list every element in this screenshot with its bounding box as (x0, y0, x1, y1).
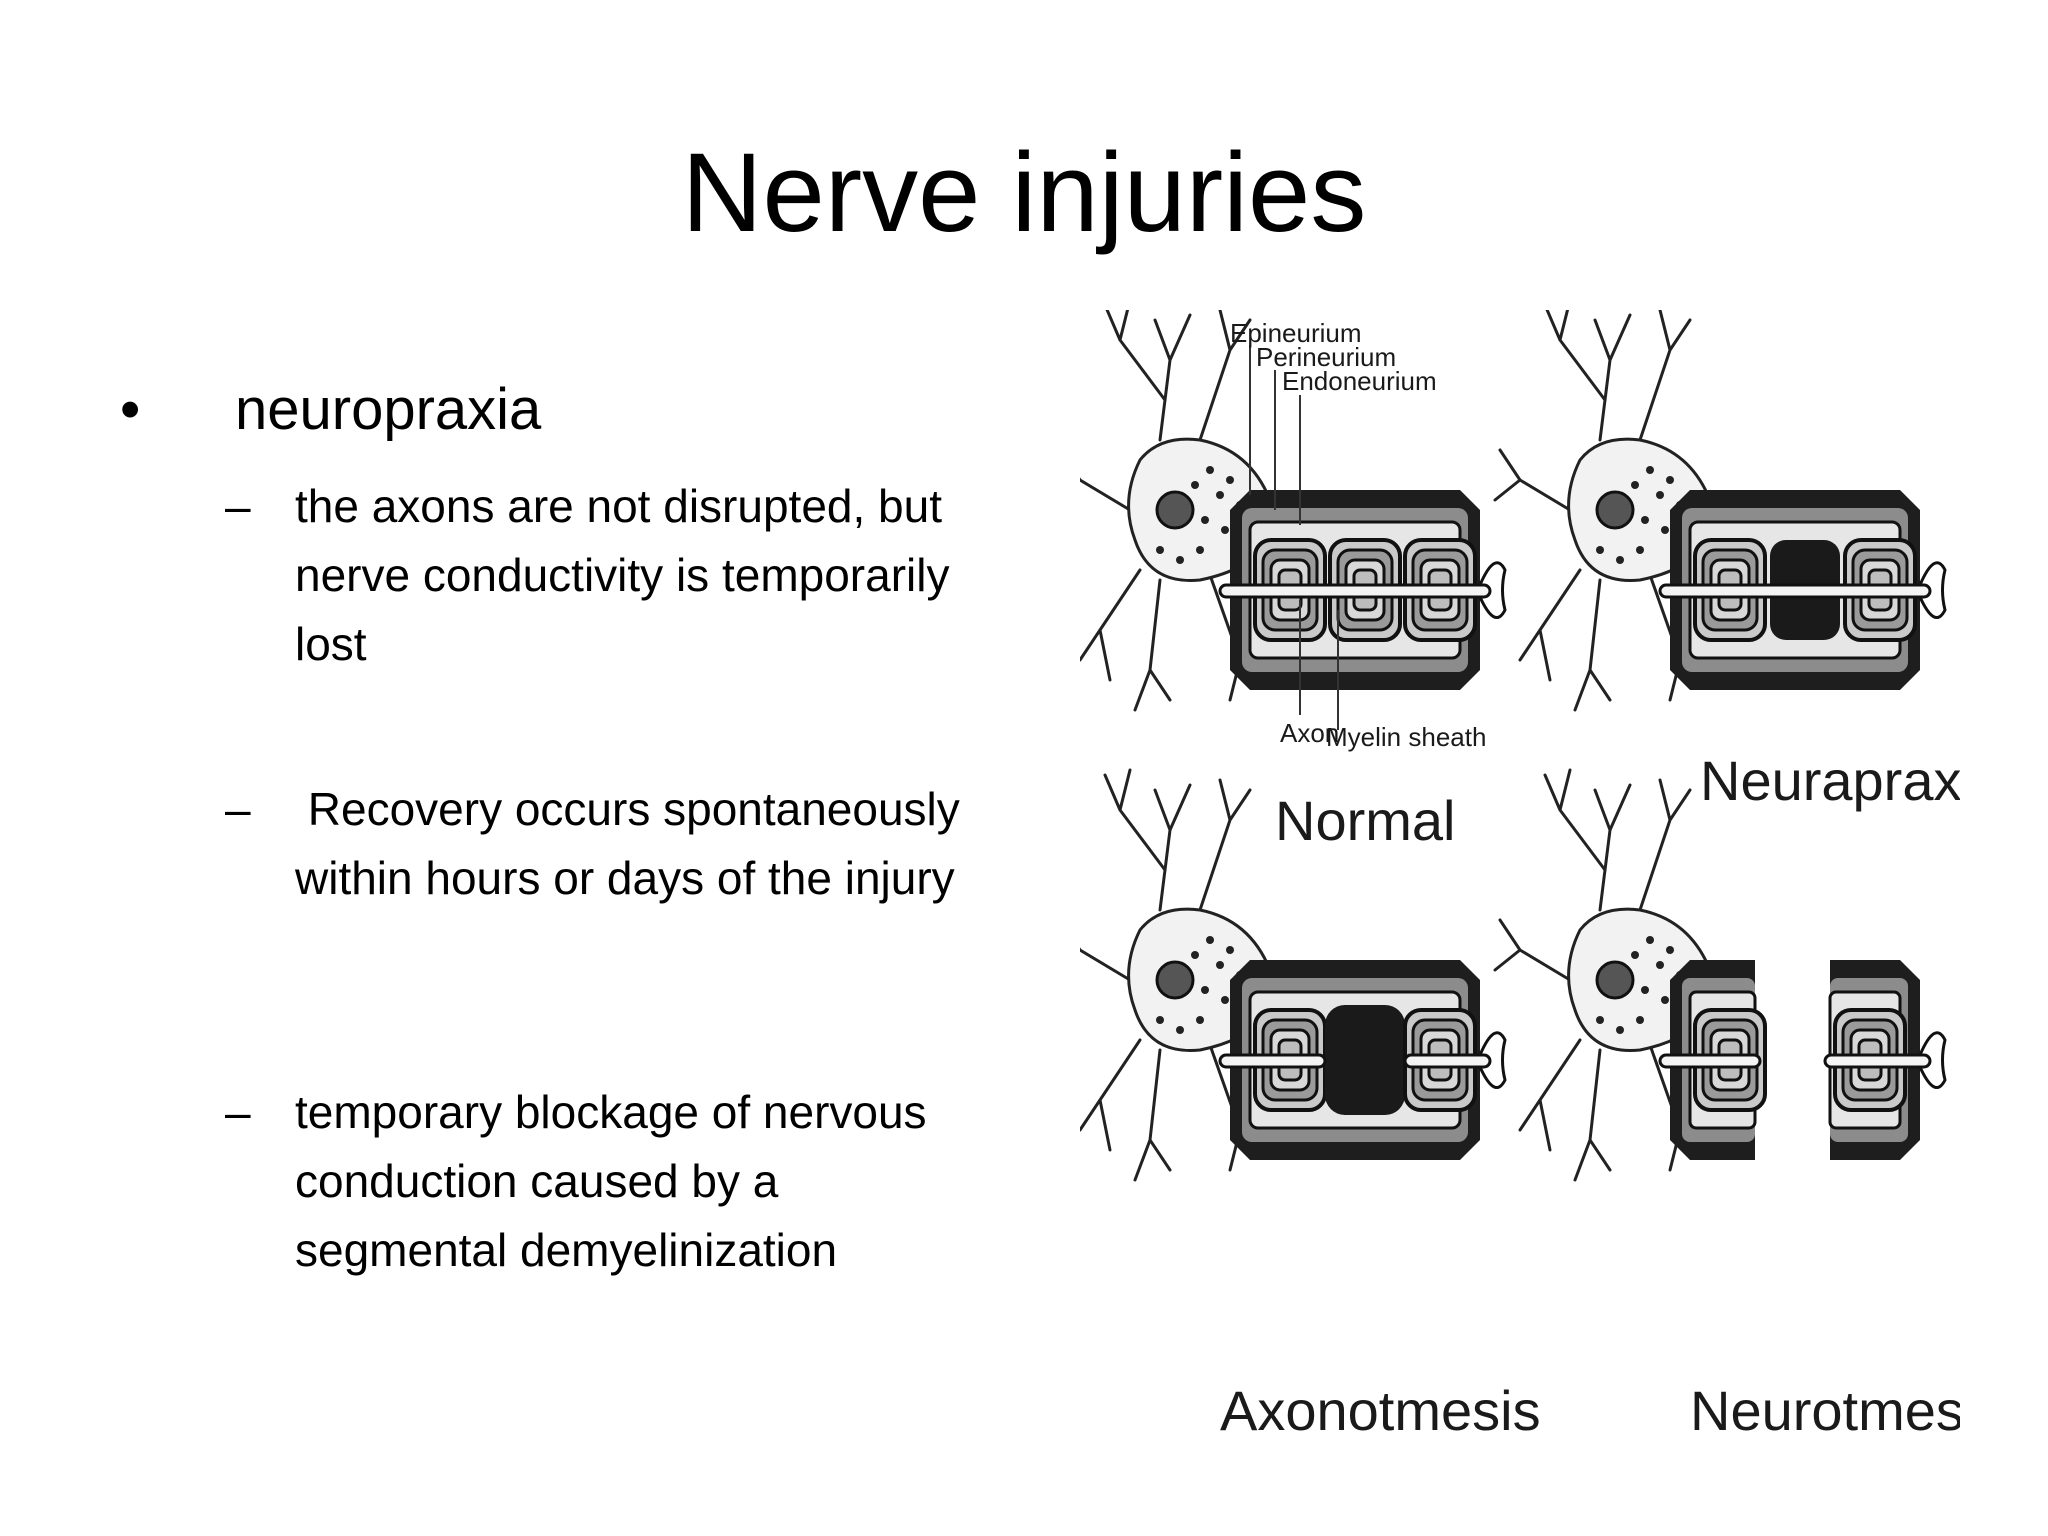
label-endoneurium: Endoneurium (1282, 366, 1437, 396)
caption-neurapraxia: Neurapraxia (1700, 749, 1960, 812)
subpoint-text: the axons are not disrupted, but nerve c… (295, 480, 950, 670)
subpoint-text: temporary blockage of nervous conduction… (295, 1086, 927, 1276)
caption-normal: Normal (1275, 789, 1455, 852)
panel-normal (1080, 310, 1507, 730)
label-perineurium: Perineurium (1256, 342, 1396, 372)
subpoint-text: Recovery occurs spontaneously within hou… (295, 783, 973, 904)
bullet-text: neuropraxia (235, 377, 542, 442)
bullet-marker: • (120, 377, 141, 442)
nerve-injury-figure: Epineurium Perineurium Endoneurium Axon … (1080, 310, 1960, 1470)
panel-axonotmesis (1080, 768, 1507, 1182)
subpoint-marker: – (225, 783, 251, 835)
label-myelin-sheath: Myelin sheath (1326, 722, 1486, 752)
label-epineurium: Epineurium (1230, 318, 1362, 348)
slide-title: Nerve injuries (681, 130, 1367, 255)
caption-neurotmesis: Neurotmesis (1690, 1379, 1960, 1442)
subpoint-marker: – (225, 480, 251, 532)
subpoint-marker: – (225, 1086, 251, 1138)
caption-axonotmesis: Axonotmesis (1220, 1379, 1541, 1442)
panel-neurapraxia (1493, 310, 1947, 712)
panel-neurotmesis (1493, 768, 1947, 1182)
label-axon: Axon (1280, 718, 1339, 748)
